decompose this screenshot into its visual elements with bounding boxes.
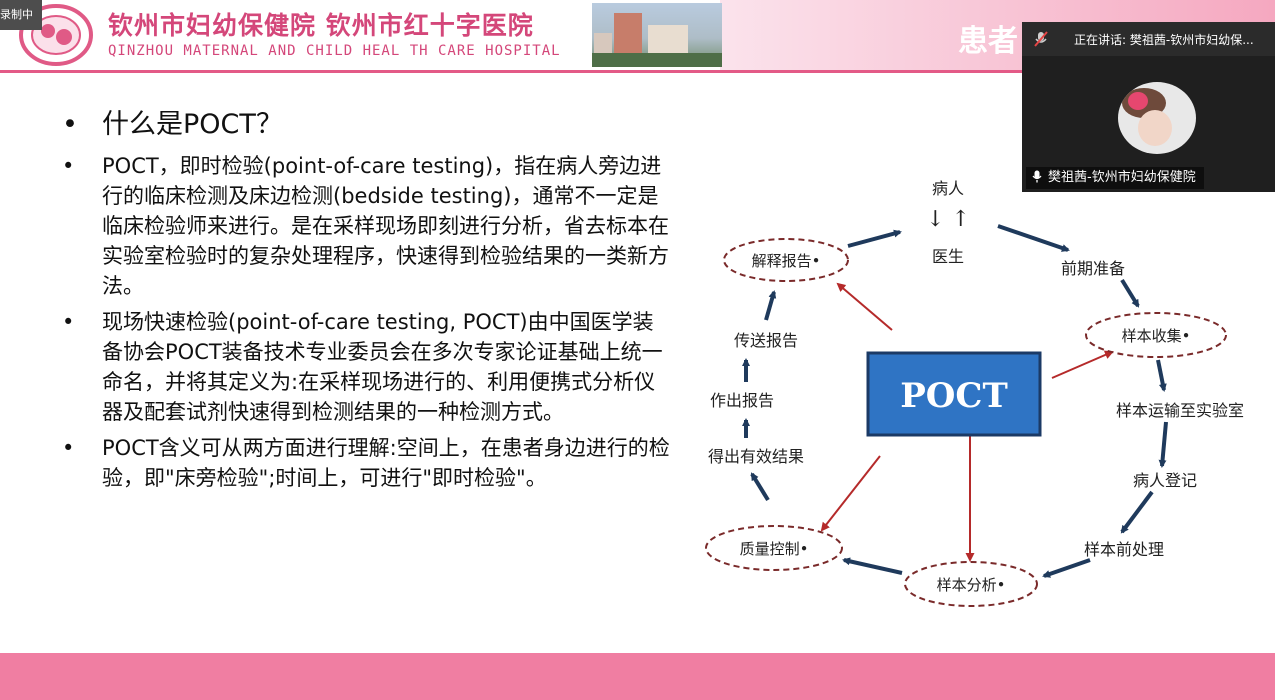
step-ellipse-analysis	[904, 561, 1038, 607]
poct-center-box	[866, 351, 1042, 437]
bullet-item: POCT含义可从两方面进行理解:空间上，在患者身边进行的检验，即"床旁检验";时…	[62, 433, 672, 493]
doctor-label: 医生	[932, 247, 964, 266]
step-sample-preprocess: 样本前处理	[1084, 540, 1164, 559]
bullet-item: POCT，即时检验(point-of-care testing)，指在病人旁边进…	[62, 151, 672, 301]
slide-bullet-list: 什么是POCT？ POCT，即时检验(point-of-care testing…	[62, 105, 672, 499]
question-text: 什么是POCT？	[102, 109, 283, 140]
up-down-arrows: ↓ ↑	[926, 207, 970, 232]
recording-badge: 录制中	[0, 0, 42, 30]
flow-arrow	[1120, 490, 1154, 534]
flow-arrow	[1156, 359, 1167, 392]
slide-question: 什么是POCT？	[62, 105, 672, 145]
header-divider	[0, 70, 1275, 73]
poct-arrow	[1051, 350, 1114, 379]
bullet-item: 现场快速检验(point-of-care testing, POCT)由中国医学…	[62, 307, 672, 427]
bullet-text: POCT，即时检验(point-of-care testing)，指在病人旁边进…	[102, 154, 669, 298]
poct-workflow-diagram: POCT 病人 ↓ ↑ 医生 前期准备 样本收集• 样本运输至实验室 病人登记 …	[705, 179, 1244, 607]
flow-arrow	[842, 557, 903, 575]
poct-arrow	[820, 455, 881, 532]
hospital-building-image	[592, 3, 722, 67]
video-tile-header: 正在讲话: 樊祖茜-钦州市妇幼保...	[1022, 22, 1275, 56]
flow-arrow	[1158, 421, 1168, 468]
participant-name: 樊祖茜-钦州市妇幼保健院	[1048, 170, 1196, 185]
flow-arrow	[750, 472, 770, 502]
flow-arrow	[764, 290, 777, 321]
mic-muted-icon	[1034, 31, 1048, 47]
step-valid-result: 得出有效结果	[708, 447, 804, 466]
step-sample-transport: 样本运输至实验室	[1116, 401, 1244, 420]
bullet-text: 现场快速检验(point-of-care testing, POCT)由中国医学…	[102, 310, 663, 424]
step-ellipse-explain	[723, 238, 849, 282]
header-tagline: 患者	[958, 24, 1018, 59]
step-send-report: 传送报告	[734, 331, 798, 350]
slide-footer-band	[0, 653, 1275, 700]
step-quality-control: 质量控制•	[740, 540, 809, 558]
flow-arrow	[1120, 278, 1140, 308]
patient-label: 病人	[932, 179, 964, 198]
flow-arrow	[997, 224, 1070, 252]
step-ellipse-collect	[1085, 312, 1227, 358]
flow-arrow	[1042, 558, 1091, 578]
step-patient-register: 病人登记	[1133, 471, 1197, 490]
step-sample-analysis: 样本分析•	[937, 576, 1006, 594]
participant-name-tag: 樊祖茜-钦州市妇幼保健院	[1026, 167, 1204, 189]
step-sample-collect: 样本收集•	[1122, 327, 1191, 345]
bullet-text: POCT含义可从两方面进行理解:空间上，在患者身边进行的检验，即"床旁检验";时…	[102, 436, 670, 490]
active-speaker-label: 正在讲话: 樊祖茜-钦州市妇幼保...	[1074, 33, 1254, 47]
poct-arrow	[836, 282, 893, 331]
video-tile[interactable]: 正在讲话: 樊祖茜-钦州市妇幼保... 樊祖茜-钦州市妇幼保健院	[1022, 22, 1275, 192]
participant-avatar	[1118, 82, 1196, 154]
step-explain-report: 解释报告•	[752, 252, 821, 270]
mic-icon	[1032, 170, 1042, 183]
step-make-report: 作出报告	[710, 391, 774, 410]
step-ellipse-qc	[705, 525, 843, 571]
hospital-name-en: QINZHOU MATERNAL AND CHILD HEAL TH CARE …	[108, 43, 561, 59]
flow-arrow	[847, 229, 902, 248]
poct-center-label: POCT	[900, 376, 1008, 416]
hospital-name-cn: 钦州市妇幼保健院 钦州市红十字医院	[108, 11, 534, 40]
step-pre-prep: 前期准备	[1061, 259, 1125, 278]
